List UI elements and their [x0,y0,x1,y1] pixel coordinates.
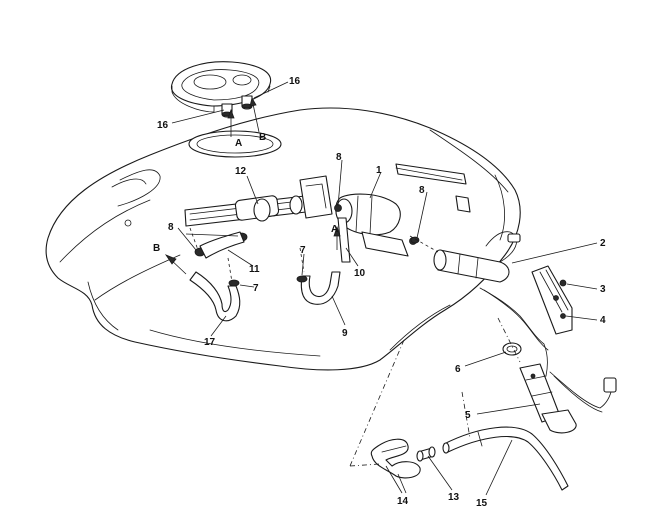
fuel-level-sensor [433,231,521,283]
o-ring [502,342,522,356]
label-b-top: B [259,132,266,143]
label-13: 13 [448,492,460,503]
label-8-left: 8 [168,222,174,233]
hose-10 [337,217,351,263]
label-6: 6 [455,364,461,375]
label-1: 1 [376,165,382,176]
label-14: 14 [397,496,409,507]
label-17: 17 [204,337,216,348]
clamps-7 [228,275,308,287]
hose-9 [300,271,341,305]
leader-lines [171,81,598,496]
label-16-top: 16 [289,76,301,87]
exploded-view-lines [189,227,521,467]
label-8-middle: 8 [336,152,342,163]
label-7-right: 7 [300,245,306,256]
label-7-left: 7 [253,283,259,294]
label-2: 2 [600,238,606,249]
label-b-left: B [153,243,160,254]
label-16-left: 16 [157,120,169,131]
label-12: 12 [235,166,247,177]
label-11: 11 [249,264,260,275]
label-3: 3 [600,284,606,295]
callout-labels: 1 2 3 4 5 6 7 7 8 8 8 9 10 11 12 13 14 1… [153,76,606,509]
sensor-bracket [531,265,573,335]
label-15: 15 [476,498,488,509]
fitting-13 [416,446,436,462]
grommet-3 [559,279,567,287]
label-a-top: A [235,138,242,149]
label-4: 4 [600,315,606,326]
hose-14 [370,438,421,479]
fuel-connector-hose [519,363,577,434]
wire-harness [479,287,617,413]
pump-tube-assembly [184,195,307,227]
label-a-middle: A [331,224,338,235]
label-5: 5 [465,410,471,421]
flow-arrows [164,96,341,275]
filler-opening [188,130,282,158]
label-9: 9 [342,328,348,339]
fuel-tank [45,107,521,371]
label-10: 10 [354,268,366,279]
label-8-right: 8 [419,185,425,196]
hose-15 [442,426,569,491]
hose-17 [189,271,241,322]
fuel-pump [299,163,471,257]
hose-11 [199,231,245,259]
